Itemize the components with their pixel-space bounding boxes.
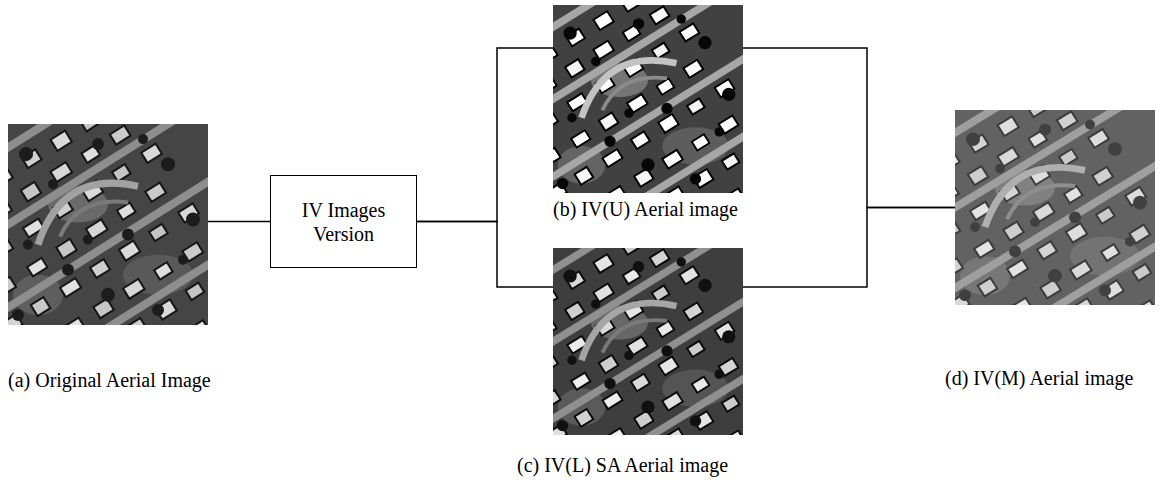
connector-line <box>417 48 553 222</box>
image-caption: (a) Original Aerial Image <box>8 368 211 392</box>
image-caption: (d) IV(M) Aerial image <box>945 366 1133 390</box>
connector-line <box>743 48 955 208</box>
connector-line <box>208 221 270 223</box>
aerial-photo <box>955 110 1155 305</box>
connector-line <box>743 208 955 288</box>
image-frame: (b) IV(U) Aerial image <box>553 5 743 193</box>
aerial-photo <box>553 5 743 193</box>
image-caption: (b) IV(U) Aerial image <box>553 197 738 221</box>
box-label: IV Images Version <box>281 198 406 246</box>
image-frame: (a) Original Aerial Image <box>8 124 208 325</box>
image-caption: (c) IV(L) SA Aerial image <box>517 453 728 477</box>
connector-line <box>417 222 553 288</box>
aerial-photo <box>553 248 743 435</box>
image-frame: (c) IV(L) SA Aerial image <box>553 248 743 435</box>
aerial-photo <box>8 124 208 325</box>
process-box: IV Images Version <box>270 175 417 268</box>
image-frame: (d) IV(M) Aerial image <box>955 110 1155 305</box>
